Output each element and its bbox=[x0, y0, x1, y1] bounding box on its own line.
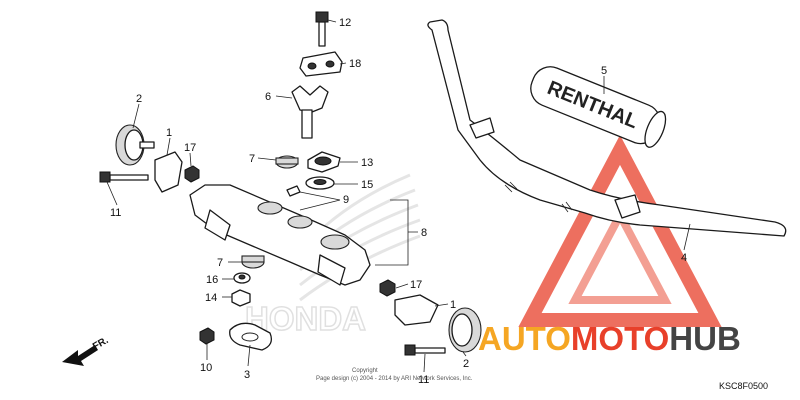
label-part-12: 12 bbox=[339, 17, 351, 29]
washer-15 bbox=[305, 176, 335, 190]
lower-holder-6 bbox=[291, 85, 329, 139]
logo-part-moto: MOTO bbox=[571, 320, 669, 357]
bolt-12 bbox=[315, 11, 329, 47]
label-part-2-left: 2 bbox=[136, 93, 142, 105]
diagram-code: KSC8F0500 bbox=[719, 381, 768, 391]
collar-16 bbox=[233, 272, 251, 284]
bolt-10 bbox=[199, 327, 215, 345]
label-part-5: 5 bbox=[601, 65, 607, 77]
svg-text:AUTOMOTOHUB: AUTOMOTOHUB bbox=[478, 320, 741, 357]
bolt-11-left bbox=[99, 171, 149, 183]
nut-17-left bbox=[184, 165, 200, 183]
automotohub-wordmark: AUTOMOTOHUB bbox=[478, 320, 741, 357]
label-part-2-right: 2 bbox=[463, 358, 469, 370]
bar-end-weight-2-right bbox=[448, 307, 482, 353]
label-part-15: 15 bbox=[361, 179, 373, 191]
label-part-9: 9 bbox=[343, 194, 349, 206]
label-part-11-left: 11 bbox=[110, 207, 121, 219]
front-direction-indicator: FR. bbox=[62, 335, 111, 366]
front-direction-label: FR. bbox=[91, 335, 111, 353]
label-part-6: 6 bbox=[265, 91, 271, 103]
label-part-1-left: 1 bbox=[166, 127, 172, 139]
label-part-18: 18 bbox=[349, 58, 361, 70]
label-part-17-right: 17 bbox=[410, 279, 422, 291]
leader-lines bbox=[106, 19, 691, 373]
bar-clamp-on-handlebar bbox=[469, 117, 641, 219]
nut-13 bbox=[307, 151, 341, 173]
logo-part-hub: HUB bbox=[669, 320, 741, 357]
nut-14 bbox=[231, 289, 251, 307]
label-part-16: 16 bbox=[206, 274, 218, 286]
label-part-4: 4 bbox=[681, 252, 687, 264]
label-part-7-upper: 7 bbox=[249, 153, 255, 165]
nut-17-right bbox=[379, 279, 396, 297]
holder-1-right bbox=[394, 294, 439, 326]
bar-end-weight-2-left bbox=[115, 124, 155, 166]
cushion-7-upper bbox=[275, 155, 299, 169]
label-part-11-right: 11 bbox=[418, 374, 429, 386]
label-part-7-lower: 7 bbox=[217, 257, 223, 269]
bolt-11-right bbox=[404, 344, 446, 356]
label-part-17-left: 17 bbox=[184, 142, 196, 154]
label-part-13: 13 bbox=[361, 157, 373, 169]
label-part-8: 8 bbox=[421, 227, 427, 239]
label-part-1-right: 1 bbox=[450, 299, 456, 311]
renthal-grip: RENTHAL bbox=[530, 66, 667, 148]
label-part-3: 3 bbox=[244, 369, 250, 381]
logo-part-auto: AUTO bbox=[478, 320, 571, 357]
top-bridge-8 bbox=[189, 184, 371, 286]
plate-9 bbox=[286, 185, 301, 197]
label-part-14: 14 bbox=[205, 292, 217, 304]
copyright-line-1: Copyright bbox=[352, 368, 378, 374]
wire-clamp-3 bbox=[229, 322, 273, 351]
upper-holder-18 bbox=[299, 51, 343, 77]
holder-1-left bbox=[154, 151, 183, 193]
automotohub-triangle-logo bbox=[518, 135, 722, 327]
part-number-labels: 12 18 6 7 13 15 9 8 7 16 14 3 10 2 1 17 … bbox=[110, 17, 687, 386]
copyright-notice: Copyright Page design (c) 2004 - 2014 by… bbox=[316, 368, 473, 382]
label-part-10: 10 bbox=[200, 362, 212, 374]
cushion-7-lower bbox=[241, 255, 265, 269]
copyright-line-2: Page design (c) 2004 - 2014 by ARI Netwo… bbox=[316, 376, 473, 382]
